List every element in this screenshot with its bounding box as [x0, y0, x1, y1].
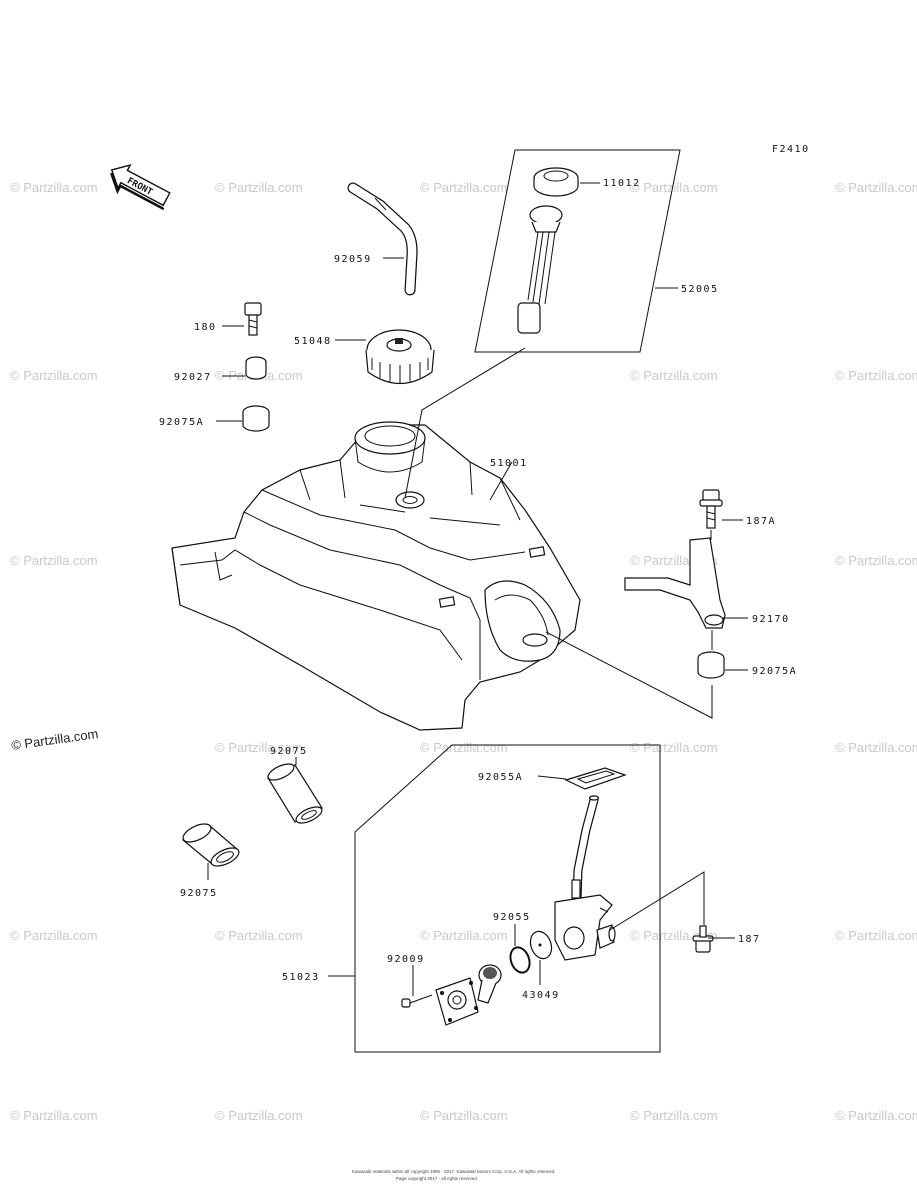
watermark: © Partzilla.com [10, 180, 98, 195]
callout-187: 187 [738, 934, 761, 945]
watermark: © Partzilla.com [10, 928, 98, 943]
watermark: © Partzilla.com [215, 928, 303, 943]
callout-92075A-left: 92075A [159, 417, 204, 428]
watermark: © Partzilla.com [215, 1108, 303, 1123]
watermark: © Partzilla.com [835, 1108, 917, 1123]
part-180 [222, 302, 262, 336]
watermark: © Partzilla.com [215, 740, 303, 755]
callout-92027: 92027 [174, 372, 212, 383]
watermark: © Partzilla.com [630, 180, 718, 195]
part-92075-lower [181, 823, 240, 880]
watermark: © Partzilla.com [420, 928, 508, 943]
callout-92075-lower: 92075 [180, 888, 218, 899]
watermark: © Partzilla.com [10, 1108, 98, 1123]
front-arrow-icon: FRONT [110, 163, 171, 211]
watermark: © Partzilla.com [630, 1108, 718, 1123]
callout-92055: 92055 [493, 912, 531, 923]
watermark: © Partzilla.com [630, 740, 718, 755]
callout-92059: 92059 [334, 254, 372, 265]
callout-92075-upper: 92075 [270, 746, 308, 757]
watermark: © Partzilla.com [10, 553, 98, 568]
part-lever [477, 964, 502, 1004]
callout-51001: 51001 [490, 458, 528, 469]
part-fuel-cock-body [554, 879, 616, 961]
watermark: © Partzilla.com [420, 1108, 508, 1123]
callout-11012: 11012 [603, 178, 641, 189]
part-11012 [533, 167, 579, 197]
callout-92075A-right: 92075A [752, 666, 797, 677]
part-187A [699, 489, 743, 529]
part-92027 [222, 356, 267, 380]
callout-labels: 11012 52005 92059 180 51048 92027 92075A… [159, 178, 797, 1001]
watermark: © Partzilla.com [10, 368, 98, 383]
part-92170 [624, 537, 748, 629]
part-92075A-left [216, 405, 270, 432]
part-43049 [529, 930, 553, 985]
part-92055A [537, 767, 627, 790]
callout-92170: 92170 [752, 614, 790, 625]
watermark: © Partzilla.com [835, 368, 917, 383]
callout-92009: 92009 [387, 954, 425, 965]
callout-92055A: 92055A [478, 772, 523, 783]
watermark: © Partzilla.com [835, 740, 917, 755]
watermark: © Partzilla.com [215, 180, 303, 195]
callout-180: 180 [194, 322, 217, 333]
watermark: © Partzilla.com [630, 368, 718, 383]
part-92059 [347, 182, 418, 296]
watermark: © Partzilla.com [420, 180, 508, 195]
footer-copyright: Kawasaki materials within all copyright … [352, 1169, 556, 1174]
watermark: © Partzilla.com [835, 553, 917, 568]
callout-51023: 51023 [282, 972, 320, 983]
watermark-dark: © Partzilla.com [10, 726, 99, 753]
watermark: © Partzilla.com [420, 740, 508, 755]
fuel-cock-group [328, 744, 661, 1053]
footer-copyright-2: Page copyright 2017 - all rights reserve… [396, 1176, 477, 1181]
part-92055 [509, 924, 531, 974]
part-51048 [335, 329, 435, 384]
diagram-code: F2410 [772, 144, 810, 155]
part-187 [609, 871, 735, 953]
fuel-gauge-group [474, 149, 681, 353]
part-92075-upper [267, 757, 323, 824]
part-fuel-sender [517, 205, 563, 334]
callout-51048: 51048 [294, 336, 332, 347]
watermark: © Partzilla.com [835, 928, 917, 943]
part-92075A-right [697, 651, 748, 679]
callout-43049: 43049 [522, 990, 560, 1001]
callout-52005: 52005 [681, 284, 719, 295]
watermark: © Partzilla.com [835, 180, 917, 195]
callout-187A: 187A [746, 516, 776, 527]
part-92009 [401, 965, 479, 1026]
part-51001-fuel-tank [171, 421, 581, 731]
